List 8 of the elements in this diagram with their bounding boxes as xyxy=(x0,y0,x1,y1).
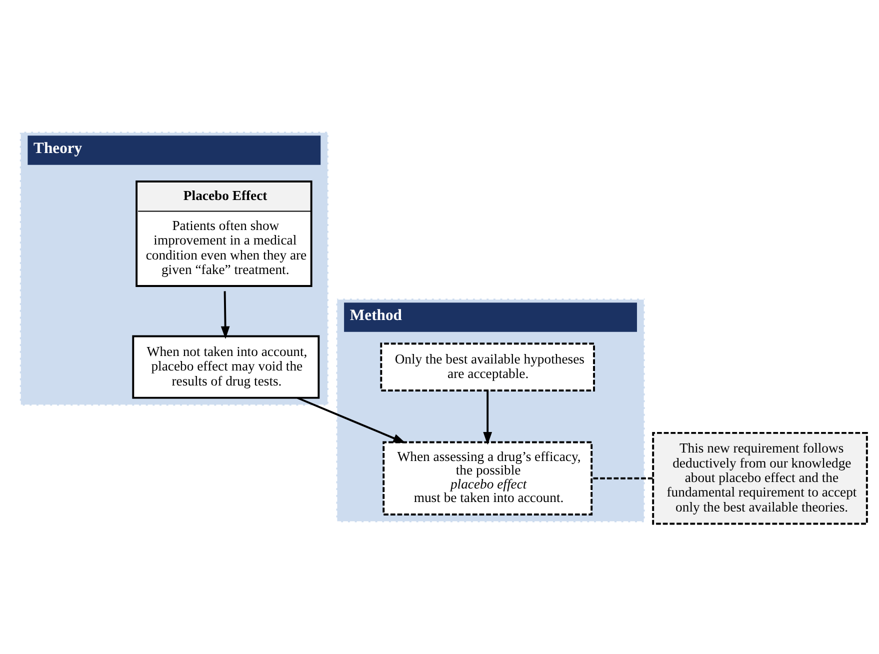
arrow xyxy=(483,390,492,445)
arrow xyxy=(220,291,230,340)
connector xyxy=(592,477,653,480)
arrow xyxy=(297,396,406,444)
node-box: When not taken into account, placebo effect may void the results of drug tests. xyxy=(132,335,320,399)
node-box: This new requirement follows deductively from our knowledge about placebo effect and the fundamental requirement to accept only the best available theories. xyxy=(652,432,868,525)
node-box: When assessing a drug’s efficacy, the possible placebo effect must be taken into account. xyxy=(382,441,593,516)
node-box: Only the best available hypotheses are acceptable. xyxy=(380,342,595,392)
